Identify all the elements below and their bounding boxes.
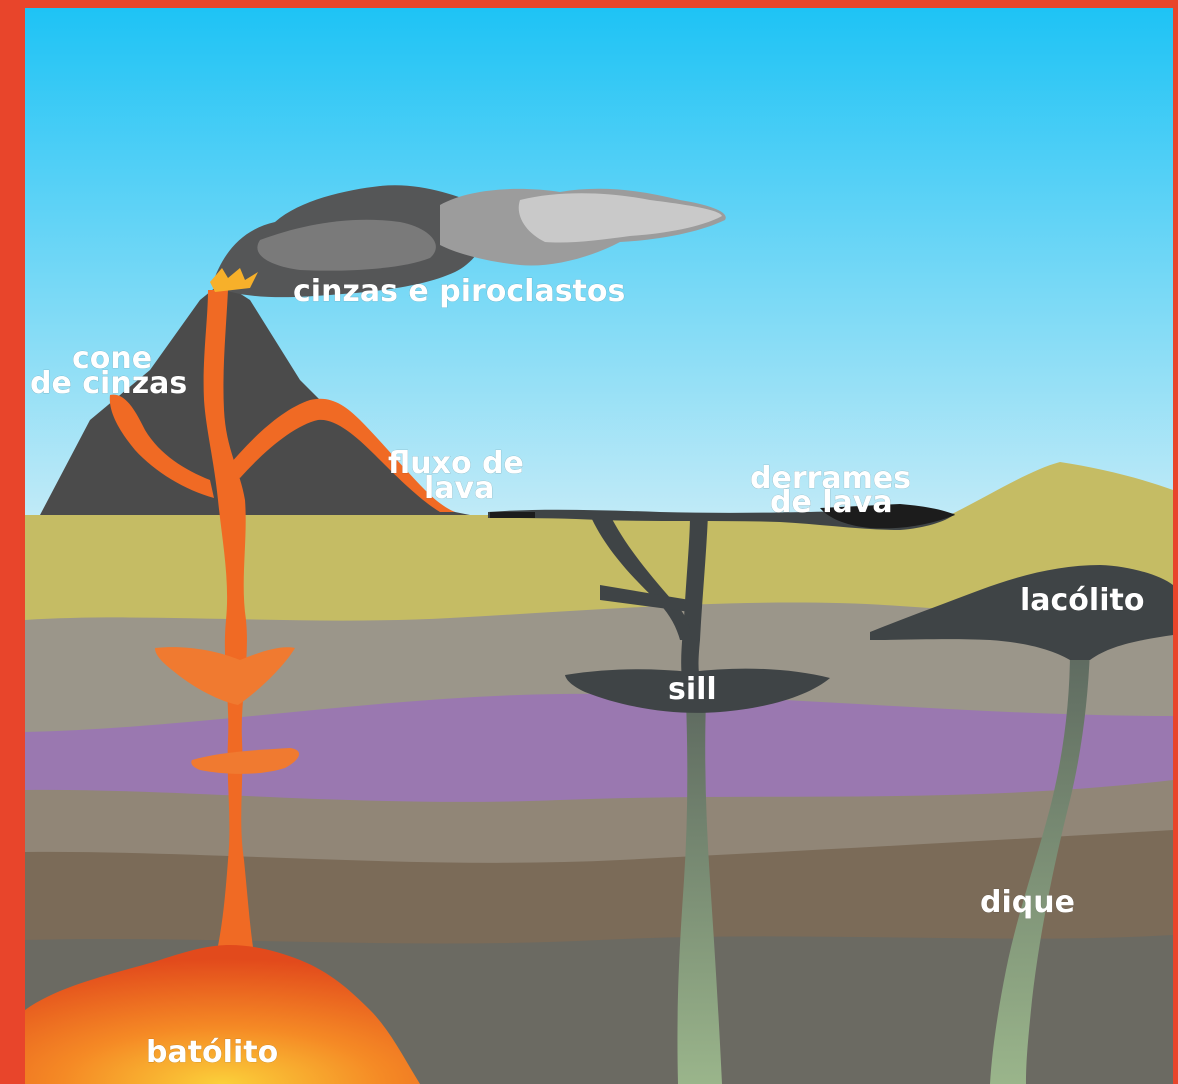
label-sill: sill <box>668 672 717 707</box>
label-flow-line2: lava <box>424 471 494 506</box>
label-dike: dique <box>980 885 1075 920</box>
label-ash: cinzas e piroclastos <box>293 274 625 309</box>
label-batholith: batólito <box>146 1035 278 1070</box>
label-laccolith: lacólito <box>1020 583 1144 618</box>
label-cone-line2: de cinzas <box>30 366 187 401</box>
label-spill-line2: de lava <box>770 485 893 520</box>
